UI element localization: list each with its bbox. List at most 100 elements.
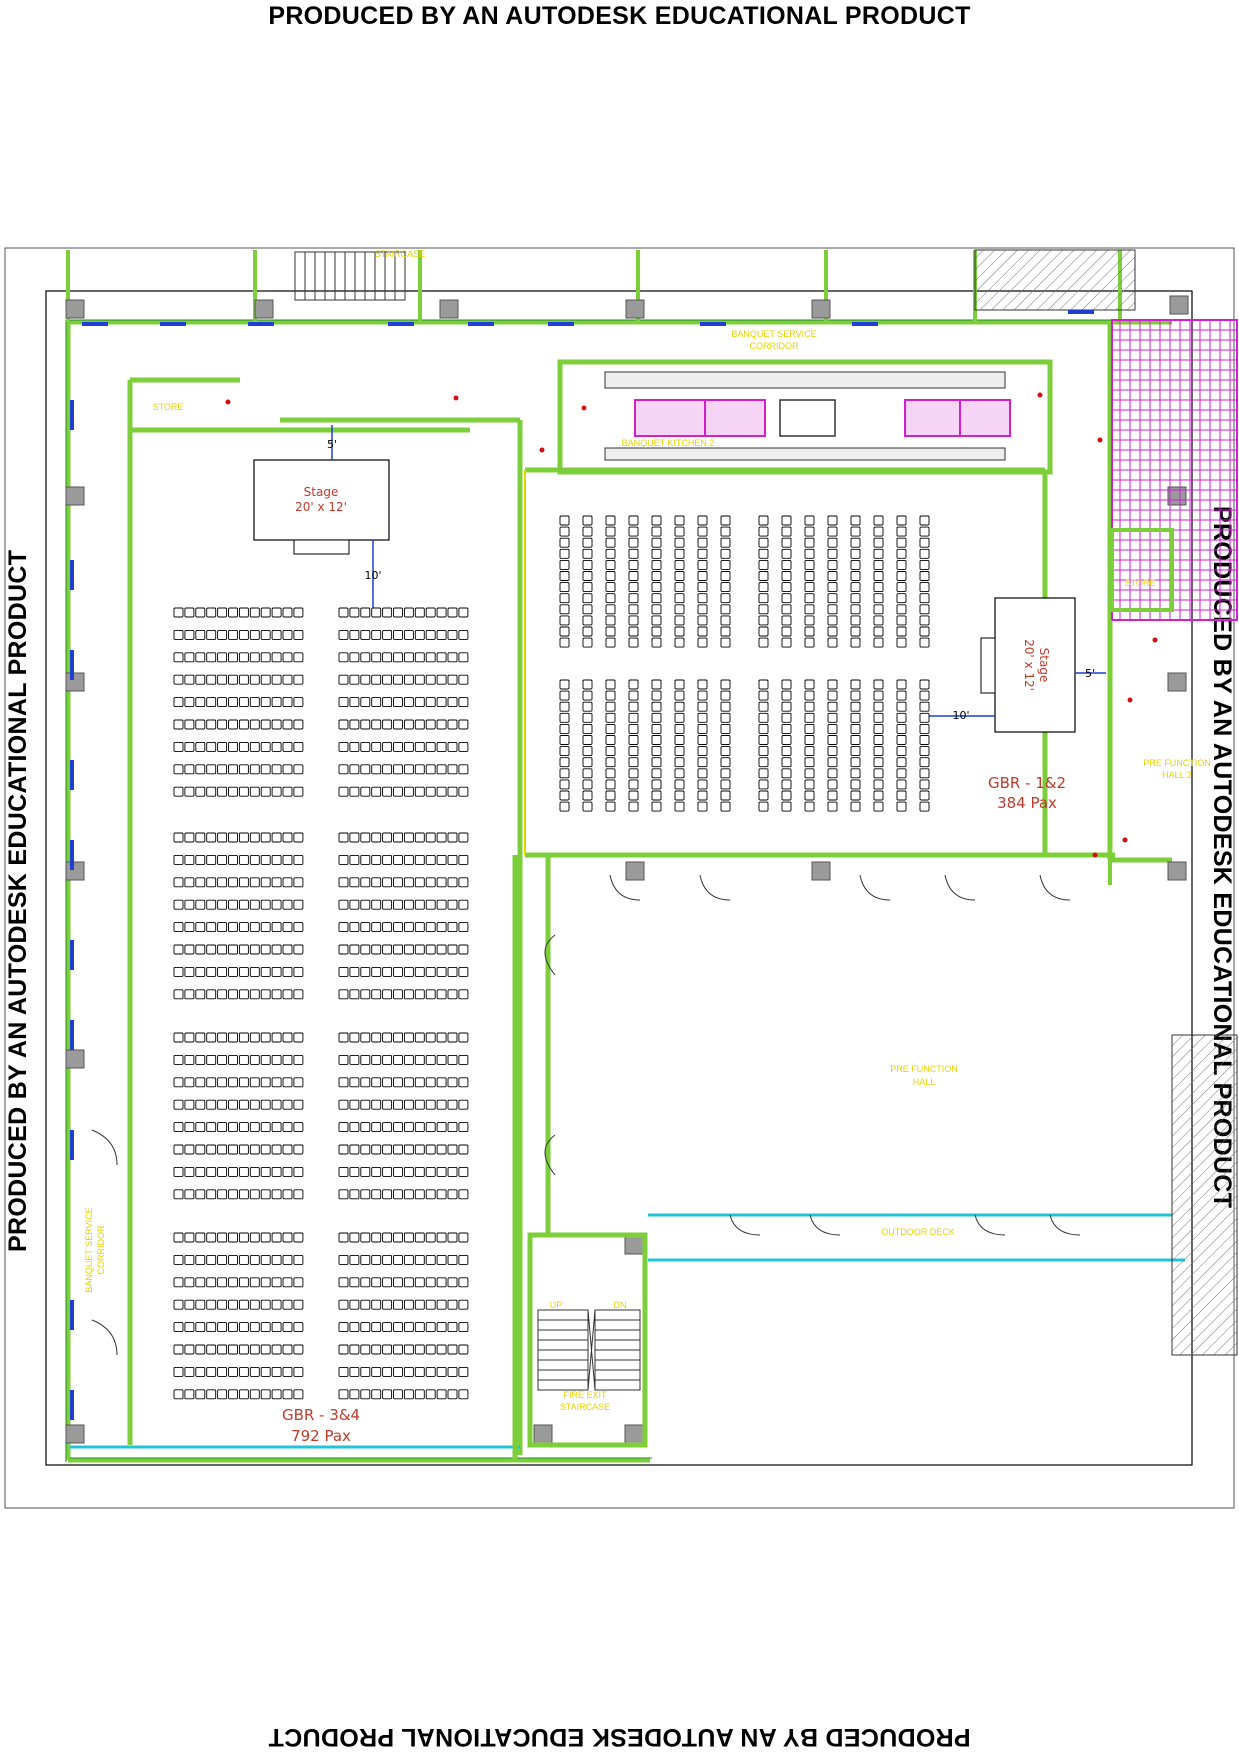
seat: [697, 768, 708, 779]
seat: [271, 854, 282, 865]
seat: [436, 1054, 447, 1065]
seat: [382, 719, 393, 730]
seat: [360, 1232, 371, 1243]
seat: [628, 679, 639, 690]
seat: [605, 604, 616, 615]
seat: [271, 786, 282, 797]
seat: [293, 1344, 304, 1355]
seat: [184, 741, 195, 752]
seat: [184, 697, 195, 708]
seat: [282, 944, 293, 955]
prefunction-walls: [512, 855, 551, 1460]
seat: [338, 1254, 349, 1265]
seat: [582, 626, 593, 637]
seat: [781, 746, 792, 757]
seat: [873, 757, 884, 768]
seat: [605, 515, 616, 526]
seat: [195, 989, 206, 1000]
seat: [282, 674, 293, 685]
seat: [436, 989, 447, 1000]
seat: [447, 1366, 458, 1377]
seat: [228, 652, 238, 663]
seat: [720, 526, 731, 537]
seat: [260, 1166, 271, 1177]
seat: [850, 723, 861, 734]
seat: [582, 779, 593, 790]
fixtures: [225, 392, 1158, 858]
seat: [425, 1366, 436, 1377]
seat: [605, 626, 616, 637]
seat: [349, 1277, 360, 1288]
seat: [349, 944, 360, 955]
seat: [282, 1032, 293, 1043]
seat: [850, 548, 861, 559]
seat: [217, 832, 228, 843]
seat: [371, 764, 382, 775]
seat: [195, 1232, 206, 1243]
seat: [559, 701, 570, 712]
seat: [349, 652, 360, 663]
seat: [271, 764, 282, 775]
seat: [414, 652, 425, 663]
seat: [804, 593, 815, 604]
seat: [582, 701, 593, 712]
seat: [293, 697, 304, 708]
seat: [195, 629, 206, 640]
seat: [217, 1389, 228, 1400]
seat: [349, 899, 360, 910]
seat: [628, 768, 639, 779]
seat: [238, 786, 249, 797]
seat: [360, 854, 371, 865]
seat: [249, 1299, 260, 1310]
seat: [403, 966, 414, 977]
seat: [249, 1322, 260, 1333]
label-banquet-corridor-left-1: BANQUET SERVICE: [84, 1207, 94, 1292]
seat: [349, 1032, 360, 1043]
seat: [804, 746, 815, 757]
seat: [758, 679, 769, 690]
seat: [582, 537, 593, 548]
seat: [697, 712, 708, 723]
seat: [173, 989, 184, 1000]
seat: [371, 1032, 382, 1043]
seat: [217, 1254, 228, 1265]
seat: [758, 548, 769, 559]
seat: [393, 1232, 403, 1243]
seat: [371, 652, 382, 663]
seat: [206, 1166, 217, 1177]
seat: [260, 1054, 271, 1065]
seat: [206, 1299, 217, 1310]
seat: [697, 735, 708, 745]
seat: [184, 922, 195, 933]
seat: [249, 1189, 260, 1200]
seat: [425, 629, 436, 640]
kitchen-block: [557, 359, 1053, 475]
seat: [217, 1054, 228, 1065]
seat: [651, 701, 662, 712]
seat: [674, 515, 685, 526]
seat: [238, 966, 249, 977]
seat: [605, 801, 616, 812]
seat: [382, 1322, 393, 1333]
seat: [271, 989, 282, 1000]
seat: [382, 1254, 393, 1265]
seat: [173, 1389, 184, 1400]
seat: [249, 877, 260, 888]
seat: [249, 1166, 260, 1177]
seat: [184, 854, 195, 865]
seat: [850, 559, 861, 570]
seat: [206, 966, 217, 977]
seat: [360, 944, 371, 955]
seat: [919, 723, 930, 734]
seat: [338, 1389, 349, 1400]
seat: [873, 790, 884, 801]
seat: [697, 526, 708, 537]
seat: [697, 637, 708, 648]
seat: [425, 854, 436, 865]
seat: [403, 832, 414, 843]
seat: [458, 1032, 469, 1043]
label-stair-dn: DN: [614, 1300, 627, 1310]
seat: [271, 1344, 282, 1355]
seat: [458, 629, 469, 640]
seat: [228, 854, 238, 865]
